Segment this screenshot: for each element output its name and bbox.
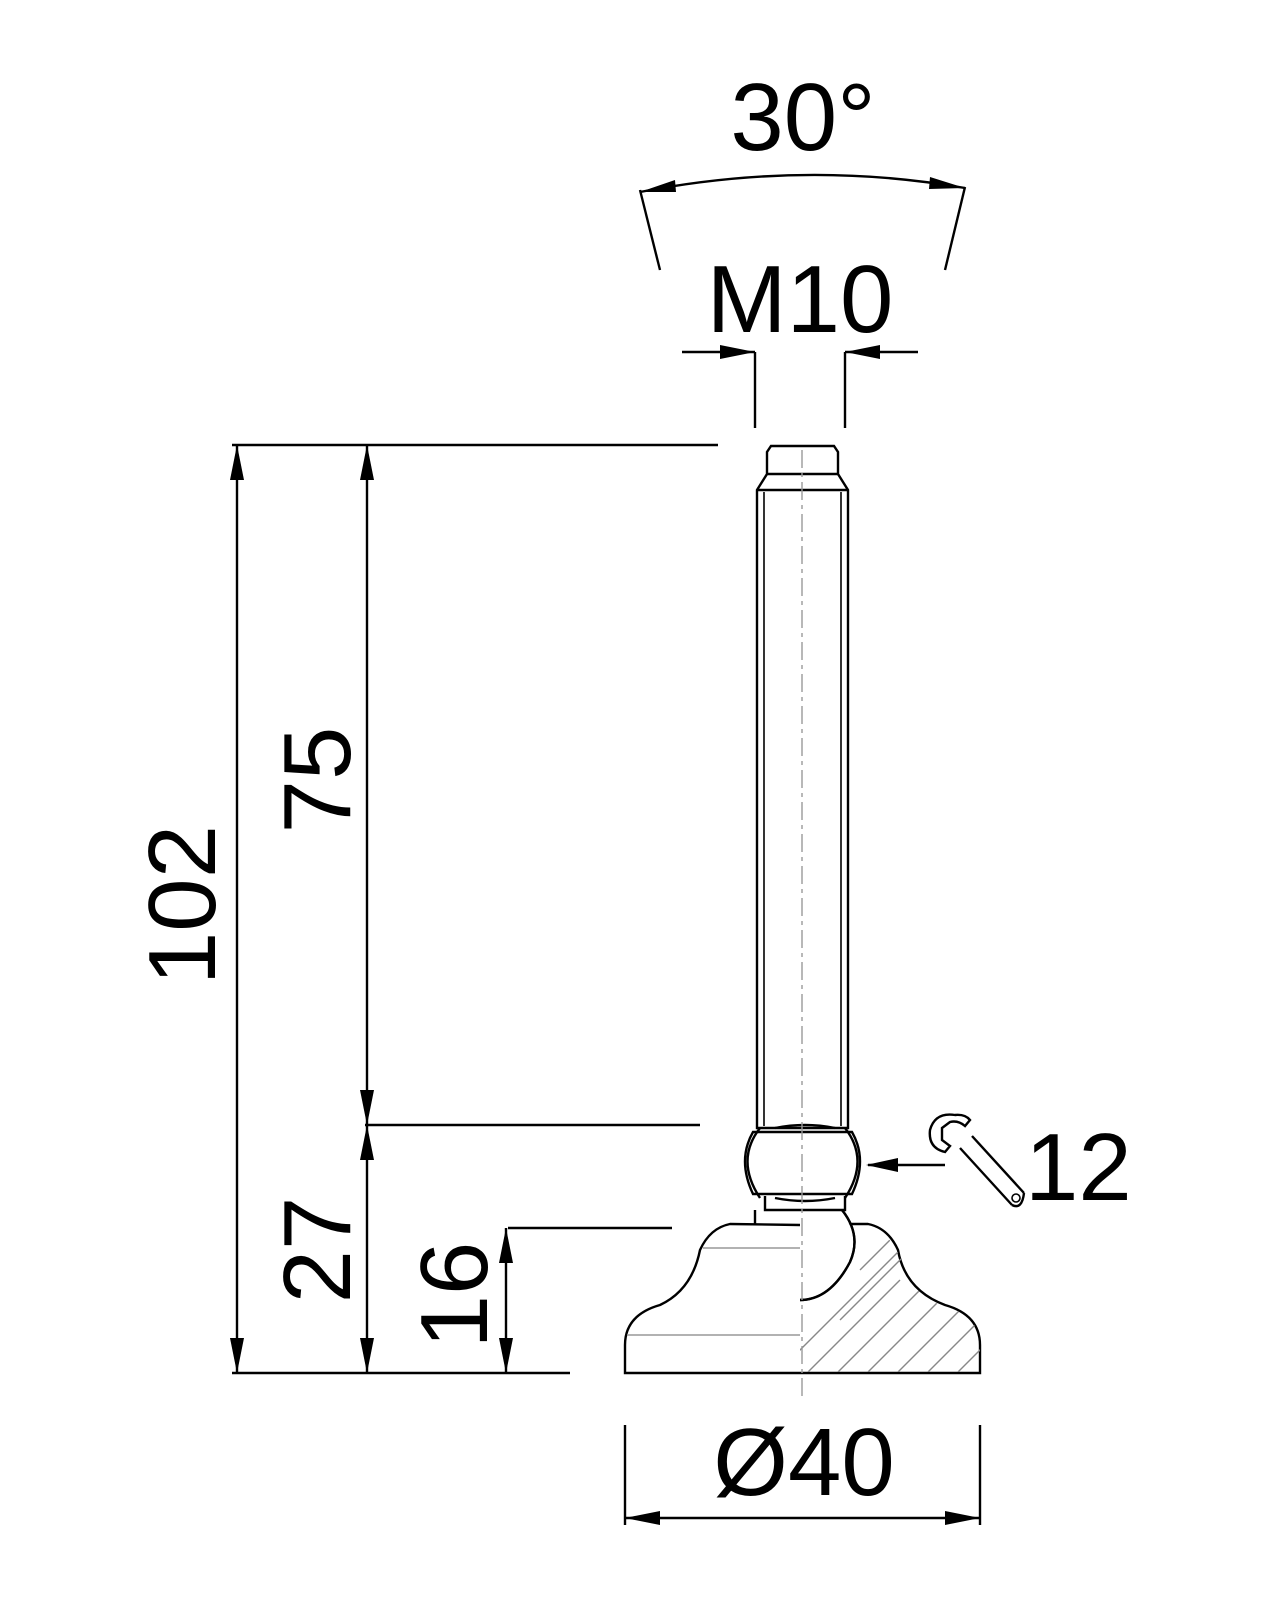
wrench-icon [928, 1113, 1026, 1208]
hex-nut [743, 1123, 862, 1212]
thread-length-label: 75 [264, 727, 371, 834]
thread-dimension: M10 [682, 246, 918, 428]
wrench-size-label: 12 [1025, 1114, 1132, 1221]
angle-dimension: 30° [638, 64, 967, 271]
total-height-label: 102 [129, 825, 236, 985]
foot-height-label: 16 [401, 1242, 508, 1349]
diameter-dimension: Ø40 [623, 1409, 982, 1525]
thread-label: M10 [707, 246, 894, 353]
base-height-label: 27 [264, 1197, 371, 1304]
thread-length-dimension: 75 [264, 445, 700, 1127]
angle-label: 30° [730, 64, 875, 171]
base-height-dimension: 27 [264, 1125, 374, 1373]
total-height-dimension: 102 [129, 443, 718, 1375]
diameter-label: Ø40 [713, 1409, 894, 1516]
wrench-dimension: 12 [866, 1113, 1132, 1221]
base-foot [623, 1209, 982, 1375]
foot-height-dimension: 16 [401, 1226, 672, 1373]
